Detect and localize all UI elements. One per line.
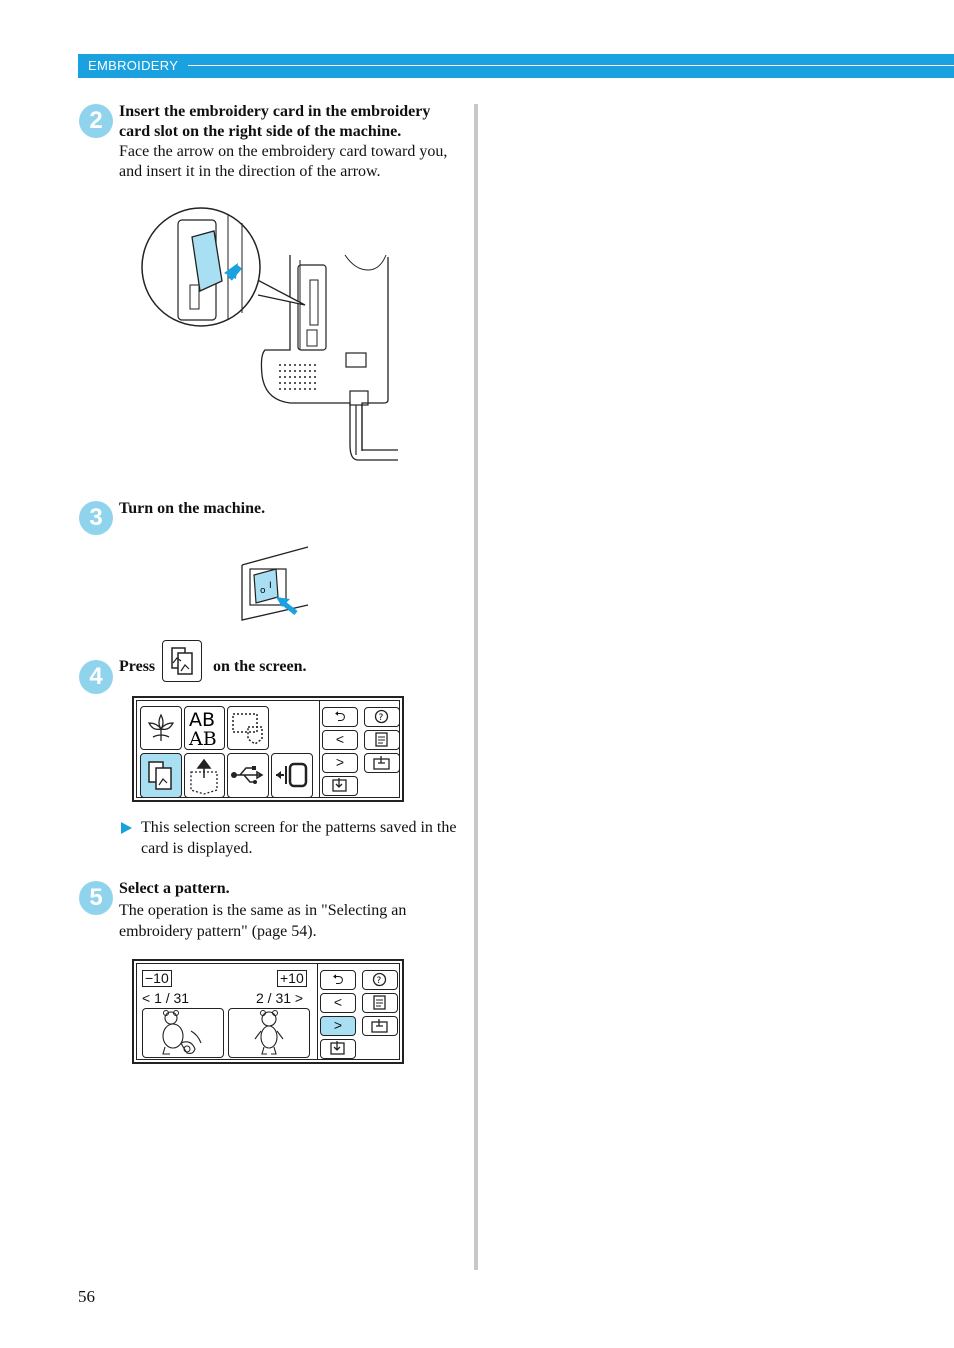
usb-patterns-button[interactable] [227,753,269,798]
flower-icon [147,713,175,741]
computer-patterns-button[interactable] [271,753,313,798]
step-3-number: 3 [79,501,113,535]
card-pattern-icon [171,647,193,675]
settings-icon [371,1019,388,1033]
pattern-thumbnail-2[interactable] [228,1008,310,1058]
step-3-title: Turn on the machine. [119,500,266,517]
embroidery-patterns-button[interactable] [140,706,182,750]
minus-10-button[interactable]: −10 [142,970,172,987]
help-icon: ? [372,972,387,987]
usb-icon [231,766,264,784]
plus-10-button[interactable]: +10 [277,970,307,987]
machine-icon [332,778,347,792]
step-2-text: Insert the embroidery card in the embroi… [119,102,464,182]
pocket-icon [190,758,218,795]
prev-button[interactable]: < [322,730,358,750]
prev-button[interactable]: < [320,993,356,1013]
help-button[interactable]: ? [362,970,398,990]
svg-text:I: I [269,581,272,591]
frame-icon [232,713,263,745]
sewing-mode-button[interactable] [320,1039,356,1059]
note-arrow-icon [121,822,132,834]
help-button[interactable]: ? [364,707,400,727]
sewing-mode-button[interactable] [322,776,358,796]
page-number: 56 [78,1287,95,1306]
section-title: EMBROIDERY [88,58,179,73]
svg-text:o: o [260,586,266,596]
page-right-indicator[interactable]: 2 / 31 > [256,990,304,1006]
power-switch-illustration: o I [238,545,313,625]
section-header: EMBROIDERY [78,54,954,78]
help-icon: ? [374,709,389,724]
step-5-text: Select a pattern. The operation is the s… [119,879,464,942]
pocket-patterns-button[interactable] [184,753,225,798]
pattern-selection-screen: −10 +10 < 1 / 31 2 / 31 > ⮌ < [132,959,404,1064]
card-pattern-icon [148,761,172,790]
next-button[interactable]: > [320,1016,356,1036]
result-note: This selection screen for the patterns s… [119,817,464,859]
alphabet-patterns-button[interactable]: AB AB [184,706,225,750]
svg-text:AB: AB [188,728,217,747]
alphabet-icon: AB AB [188,709,217,747]
frame-patterns-button[interactable] [227,706,269,750]
card-pattern-button[interactable] [162,640,202,682]
svg-text:?: ? [379,713,384,723]
step-2-number: 2 [79,104,113,138]
column-divider [474,104,478,1270]
note-text: This selection screen for the patterns s… [141,819,457,857]
explanation-button[interactable] [364,730,400,750]
explanation-button[interactable] [362,993,398,1013]
step-5-body: The operation is the same as in "Selecti… [119,902,407,940]
svg-text:?: ? [377,976,382,986]
step-5-title: Select a pattern. [119,880,230,897]
settings-icon [373,756,390,770]
embroidery-menu-screen: AB AB [132,696,404,802]
step-4-number: 4 [79,660,113,694]
teddy-bear-icon [254,1010,284,1055]
svg-text:AB: AB [189,709,215,731]
step-5-number: 5 [79,881,113,915]
step-2-body: Face the arrow on the embroidery card to… [119,143,448,180]
next-button[interactable]: > [322,753,358,773]
settings-button[interactable] [362,1016,398,1036]
card-insert-illustration [140,205,405,465]
step-2-title: Insert the embroidery card in the embroi… [119,103,431,140]
card-patterns-button[interactable] [140,753,182,798]
settings-button[interactable] [364,753,400,773]
back-button[interactable]: ⮌ [322,707,358,727]
teddy-bear-icon [162,1010,202,1055]
page-left-indicator[interactable]: < 1 / 31 [142,990,190,1006]
document-icon [373,995,386,1010]
pattern-thumbnail-1[interactable] [142,1008,224,1058]
connector-icon [276,762,308,788]
press-after-label: on the screen. [213,658,307,675]
press-label: Press [119,658,156,675]
machine-icon [330,1041,345,1055]
document-icon [375,732,388,747]
back-button[interactable]: ⮌ [320,970,356,990]
header-rule [188,65,954,66]
